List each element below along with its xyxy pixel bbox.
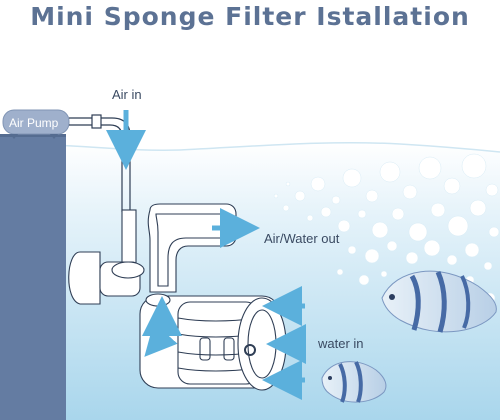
bubble-icon bbox=[469, 199, 487, 217]
bubble-icon bbox=[379, 161, 401, 183]
water-surface-line bbox=[0, 141, 500, 153]
bubble-icon bbox=[423, 239, 441, 257]
bubble-icon bbox=[380, 270, 388, 278]
bubble-icon bbox=[371, 221, 389, 239]
bubble-icon bbox=[358, 274, 370, 286]
water-flow-arrow-left bbox=[144, 322, 178, 357]
fish-icon bbox=[321, 361, 387, 403]
bubble-icon bbox=[306, 214, 314, 222]
bubble-icon bbox=[294, 190, 306, 202]
bubble-icon bbox=[461, 153, 487, 179]
bubble-icon bbox=[342, 168, 362, 188]
tank-wall bbox=[0, 134, 66, 420]
air-pump-label: Air Pump bbox=[9, 116, 59, 130]
bubble-icon bbox=[347, 245, 357, 255]
bubble-icon bbox=[285, 181, 291, 187]
bubble-icon bbox=[418, 156, 442, 180]
bubble-icon bbox=[446, 254, 458, 266]
bubble-icon bbox=[357, 209, 367, 219]
bubble-icon bbox=[485, 183, 499, 197]
tank-wall-top-edge bbox=[0, 134, 66, 137]
bubble-icon bbox=[402, 184, 418, 200]
bubble-icon bbox=[447, 215, 469, 237]
bubble-icon bbox=[364, 248, 380, 264]
air-pump-icon bbox=[2, 109, 70, 139]
bubble-icon bbox=[295, 233, 301, 239]
air-water-out-label: Air/Water out bbox=[264, 231, 340, 246]
water-in-label: water in bbox=[317, 336, 364, 351]
bubble-icon bbox=[282, 204, 290, 212]
bubble-icon bbox=[391, 207, 405, 221]
diagram-title: Mini Sponge Filter Istallation bbox=[30, 2, 470, 31]
bubble-icon bbox=[337, 219, 351, 233]
bubble-icon bbox=[430, 202, 446, 218]
bubble-icon bbox=[443, 177, 461, 195]
bubble-icon bbox=[320, 206, 332, 218]
bubble-icon bbox=[488, 226, 500, 238]
bubble-icon bbox=[386, 240, 398, 252]
fish-icon bbox=[381, 270, 497, 333]
air-in-label: Air in bbox=[112, 87, 142, 102]
bubble-icon-group bbox=[273, 153, 500, 304]
bubble-icon bbox=[408, 222, 428, 242]
bubble-icon bbox=[464, 242, 480, 258]
bubble-icon bbox=[483, 261, 493, 271]
bubble-icon bbox=[273, 193, 279, 199]
bubble-icon bbox=[310, 176, 326, 192]
bubble-icon bbox=[331, 195, 341, 205]
bubble-icon bbox=[365, 189, 379, 203]
bubble-icon bbox=[336, 268, 344, 276]
bubble-icon bbox=[405, 251, 419, 265]
